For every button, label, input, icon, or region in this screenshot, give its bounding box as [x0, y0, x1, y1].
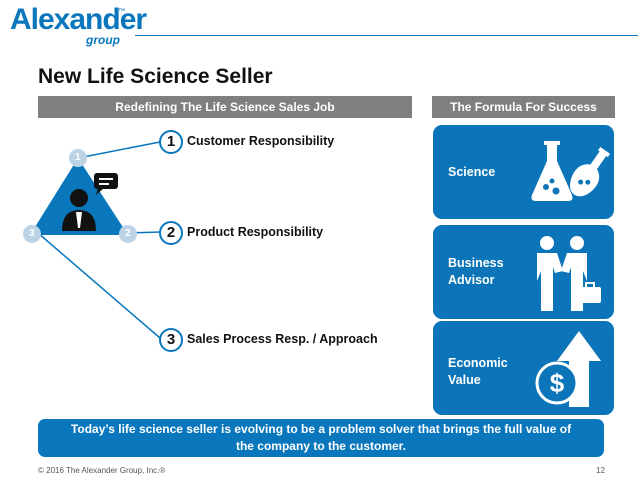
left-section-header: Redefining The Life Science Sales Job — [38, 96, 412, 118]
science-card: Science — [433, 125, 614, 219]
business-advisor-card: Business Advisor — [433, 225, 614, 319]
company-logo: Alexander ™ group — [0, 0, 147, 47]
corner-circle-2 — [119, 225, 137, 243]
handshake-icon — [537, 236, 601, 311]
connector-line-1 — [77, 141, 161, 159]
responsibility-number-3: 3 — [159, 328, 183, 352]
logo-wordmark: Alexander — [10, 3, 147, 36]
economic-value-card-label: Economic Value — [448, 356, 508, 387]
seller-triangle-diagram — [23, 141, 161, 339]
responsibility-label-2: Product Responsibility — [187, 225, 324, 239]
responsibility-number-2: 2 — [159, 221, 183, 245]
logo-subtitle: group — [86, 33, 120, 47]
connector-line-3 — [37, 232, 161, 339]
footer-copyright: © 2016 The Alexander Group, Inc.® — [38, 466, 166, 475]
lab-flasks-icon — [531, 141, 610, 201]
responsibility-number-1: 1 — [159, 130, 183, 154]
responsibility-label-3: Sales Process Resp. / Approach — [187, 332, 378, 346]
slide-number: 12 — [596, 466, 605, 475]
page-title: New Life Science Seller — [38, 65, 273, 88]
triangle-corner-3-label: 3 — [29, 228, 35, 239]
triangle-corner-1-label: 1 — [75, 152, 81, 163]
dollar-growth-icon: $ — [535, 331, 601, 407]
corner-circle-3 — [23, 225, 41, 243]
science-card-label: Science — [448, 165, 496, 179]
triangle-corner-2-label: 2 — [125, 228, 131, 239]
seller-person-icon — [62, 189, 96, 231]
summary-banner-text: Today’s life science seller is evolving … — [70, 422, 572, 453]
summary-banner: Today’s life science seller is evolving … — [38, 419, 604, 457]
corner-circle-1 — [69, 149, 87, 167]
economic-value-card: Economic Value $ — [433, 321, 614, 415]
logo-trademark: ™ — [118, 8, 125, 15]
speech-bubble-icon — [94, 173, 118, 195]
header-divider — [135, 35, 638, 36]
responsibility-label-1: Customer Responsibility — [187, 134, 335, 148]
business-advisor-card-label: Business Advisor — [448, 256, 504, 287]
svg-text:$: $ — [550, 368, 565, 398]
right-section-header: The Formula For Success — [432, 96, 615, 118]
